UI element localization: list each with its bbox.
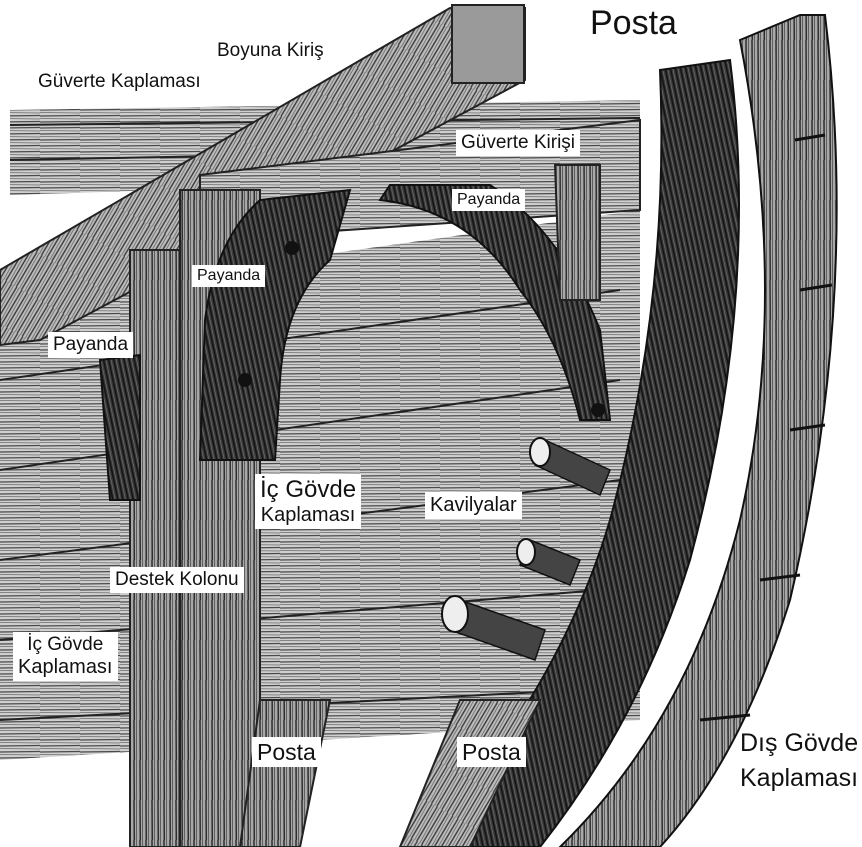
label-ic-govde-left-line1: İç Gövde bbox=[18, 634, 113, 656]
label-posta-bottom-left: Posta bbox=[252, 737, 321, 767]
label-destek-kolonu: Destek Kolonu bbox=[110, 567, 244, 593]
label-guverte-kirisi: Güverte Kirişi bbox=[456, 130, 580, 156]
label-ic-govde-left-line2: Kaplaması bbox=[18, 656, 113, 679]
label-ic-govde-left: İç Gövde Kaplaması bbox=[13, 632, 118, 681]
label-ic-govde-center-line1: İç Gövde bbox=[260, 476, 356, 504]
label-payanda-middle: Payanda bbox=[192, 265, 265, 287]
label-posta-bottom-right: Posta bbox=[457, 737, 526, 767]
label-dis-govde-line1: Dış Gövde bbox=[740, 729, 858, 758]
deck-beam-post bbox=[555, 165, 600, 300]
label-ic-govde-center: İç Gövde Kaplaması bbox=[255, 474, 361, 529]
label-kavilyalar: Kavilyalar bbox=[425, 492, 522, 519]
label-payanda-left: Payanda bbox=[48, 332, 133, 358]
label-boyuna-kiris: Boyuna Kiriş bbox=[212, 38, 329, 64]
label-posta-top: Posta bbox=[585, 2, 682, 45]
label-dis-govde: Dış Gövde Kaplaması bbox=[735, 727, 862, 795]
label-guverte-kaplamasi: Güverte Kaplaması bbox=[33, 69, 206, 95]
label-payanda-upper: Payanda bbox=[452, 189, 525, 211]
label-dis-govde-line2: Kaplaması bbox=[740, 764, 858, 793]
label-ic-govde-center-line2: Kaplaması bbox=[260, 504, 356, 527]
